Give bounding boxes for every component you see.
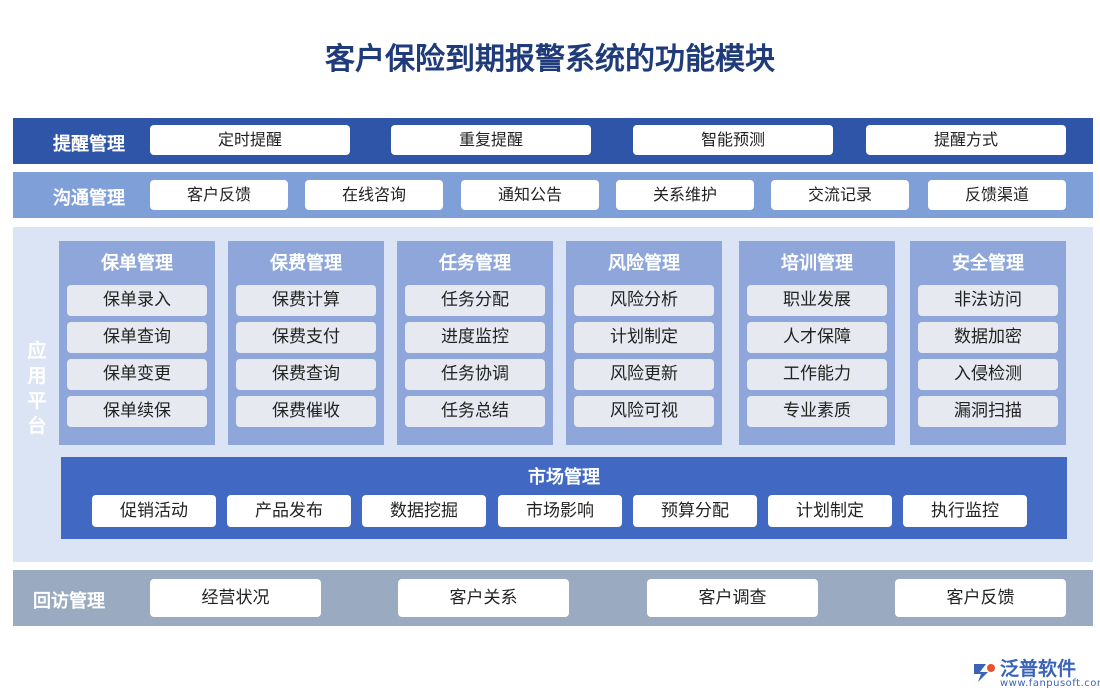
reminder-label: 提醒管理 bbox=[53, 134, 125, 155]
module-task: 任务管理 任务分配 进度监控 任务协调 任务总结 bbox=[397, 241, 553, 445]
module-item: 入侵检测 bbox=[918, 359, 1058, 390]
market-item: 市场影响 bbox=[498, 495, 622, 527]
module-item: 数据加密 bbox=[918, 322, 1058, 353]
module-item: 保单录入 bbox=[67, 285, 207, 316]
module-item: 风险可视 bbox=[574, 396, 714, 427]
module-policy: 保单管理 保单录入 保单查询 保单变更 保单续保 bbox=[59, 241, 215, 445]
module-item: 保费计算 bbox=[236, 285, 376, 316]
reminder-item: 提醒方式 bbox=[866, 125, 1066, 155]
visit-band: 回访管理 经营状况 客户关系 客户调查 客户反馈 bbox=[13, 570, 1093, 626]
reminder-band: 提醒管理 定时提醒 重复提醒 智能预测 提醒方式 bbox=[13, 118, 1093, 164]
brand: 泛普软件 www.fanpusoft.com bbox=[970, 654, 1100, 694]
fanpu-logo-icon bbox=[974, 664, 995, 682]
module-item: 风险分析 bbox=[574, 285, 714, 316]
reminder-item: 定时提醒 bbox=[150, 125, 350, 155]
communication-item: 通知公告 bbox=[461, 180, 599, 210]
module-training: 培训管理 职业发展 人才保障 工作能力 专业素质 bbox=[739, 241, 895, 445]
market-item: 计划制定 bbox=[768, 495, 892, 527]
visit-item: 经营状况 bbox=[150, 579, 321, 617]
page-title: 客户保险到期报警系统的功能模块 bbox=[325, 42, 775, 77]
module-title: 保单管理 bbox=[101, 253, 173, 274]
market-title: 市场管理 bbox=[528, 467, 600, 488]
module-item: 人才保障 bbox=[747, 322, 887, 353]
communication-item: 客户反馈 bbox=[150, 180, 288, 210]
market-item: 预算分配 bbox=[633, 495, 757, 527]
market-item: 数据挖掘 bbox=[362, 495, 486, 527]
communication-label: 沟通管理 bbox=[53, 188, 125, 209]
module-item: 保费查询 bbox=[236, 359, 376, 390]
module-item: 工作能力 bbox=[747, 359, 887, 390]
module-item: 风险更新 bbox=[574, 359, 714, 390]
brand-name: 泛普软件 bbox=[1000, 658, 1077, 680]
module-risk: 风险管理 风险分析 计划制定 风险更新 风险可视 bbox=[566, 241, 722, 445]
module-item: 职业发展 bbox=[747, 285, 887, 316]
module-title: 保费管理 bbox=[270, 253, 342, 274]
visit-item: 客户反馈 bbox=[895, 579, 1066, 617]
reminder-item: 智能预测 bbox=[633, 125, 833, 155]
visit-item: 客户调查 bbox=[647, 579, 818, 617]
module-item: 计划制定 bbox=[574, 322, 714, 353]
application-platform: 应用平台 保单管理 保单录入 保单查询 保单变更 保单续保 保费管理 保费计算 … bbox=[13, 227, 1093, 562]
reminder-item: 重复提醒 bbox=[391, 125, 591, 155]
module-security: 安全管理 非法访问 数据加密 入侵检测 漏洞扫描 bbox=[910, 241, 1066, 445]
market-item: 产品发布 bbox=[227, 495, 351, 527]
module-item: 保单续保 bbox=[67, 396, 207, 427]
module-item: 保费支付 bbox=[236, 322, 376, 353]
module-market: 市场管理 促销活动 产品发布 数据挖掘 市场影响 预算分配 计划制定 执行监控 bbox=[61, 457, 1067, 539]
module-item: 保单变更 bbox=[67, 359, 207, 390]
module-item: 进度监控 bbox=[405, 322, 545, 353]
module-item: 任务协调 bbox=[405, 359, 545, 390]
module-premium: 保费管理 保费计算 保费支付 保费查询 保费催收 bbox=[228, 241, 384, 445]
module-title: 安全管理 bbox=[952, 253, 1024, 274]
communication-band: 沟通管理 客户反馈 在线咨询 通知公告 关系维护 交流记录 反馈渠道 bbox=[13, 172, 1093, 218]
communication-item: 在线咨询 bbox=[305, 180, 443, 210]
module-item: 任务总结 bbox=[405, 396, 545, 427]
module-item: 漏洞扫描 bbox=[918, 396, 1058, 427]
communication-item: 关系维护 bbox=[616, 180, 754, 210]
module-item: 专业素质 bbox=[747, 396, 887, 427]
market-item: 执行监控 bbox=[903, 495, 1027, 527]
module-item: 保费催收 bbox=[236, 396, 376, 427]
module-item: 保单查询 bbox=[67, 322, 207, 353]
module-item: 任务分配 bbox=[405, 285, 545, 316]
visit-label: 回访管理 bbox=[33, 591, 105, 612]
brand-url: www.fanpusoft.com bbox=[1000, 678, 1100, 689]
communication-item: 反馈渠道 bbox=[928, 180, 1066, 210]
module-item: 非法访问 bbox=[918, 285, 1058, 316]
communication-item: 交流记录 bbox=[771, 180, 909, 210]
module-title: 培训管理 bbox=[781, 253, 853, 274]
module-title: 风险管理 bbox=[608, 253, 680, 274]
platform-label: 应用平台 bbox=[27, 340, 47, 437]
module-title: 任务管理 bbox=[439, 253, 511, 274]
visit-item: 客户关系 bbox=[398, 579, 569, 617]
market-item: 促销活动 bbox=[92, 495, 216, 527]
